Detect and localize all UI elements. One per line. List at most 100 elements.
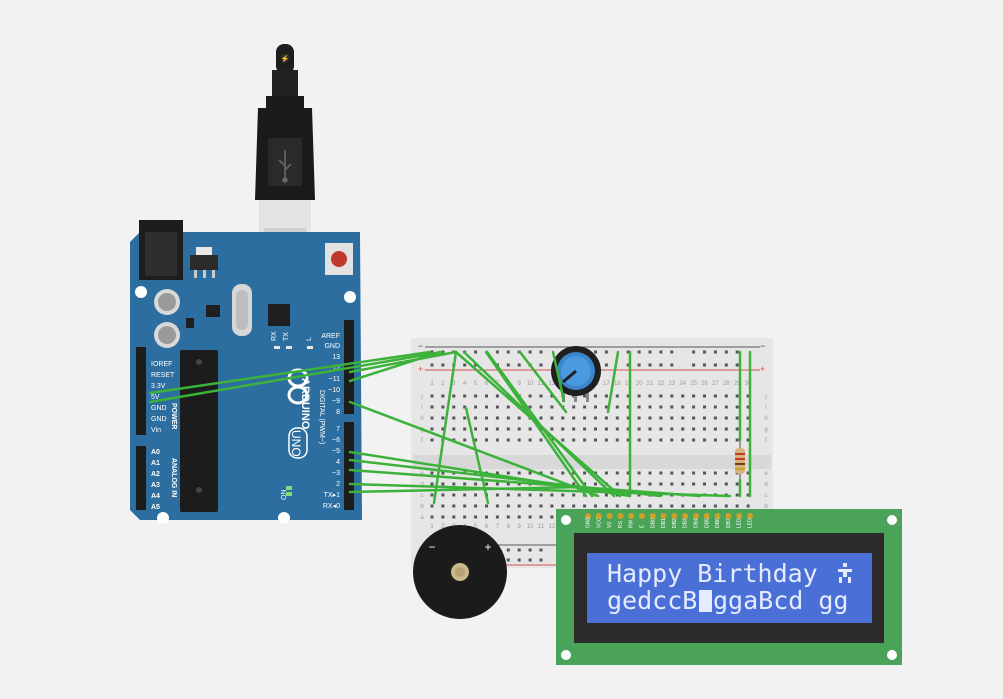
potentiometer[interactable] bbox=[551, 346, 601, 402]
wire bbox=[485, 350, 594, 498]
arduino-uno-board[interactable]: RX TX L ARDUINO UNO ON DIGITAL (PWM~) PO… bbox=[130, 220, 362, 524]
row-letter-a: a bbox=[420, 515, 424, 521]
column-number-21: 21 bbox=[647, 381, 654, 387]
pin-label-1: TX▸1 bbox=[324, 492, 340, 499]
lcd-pin-label: DB4 bbox=[694, 518, 700, 528]
pin-label-3: ~3 bbox=[332, 470, 340, 477]
row-letter-d: d bbox=[420, 482, 423, 488]
pin-label-7: 7 bbox=[336, 426, 340, 433]
digital-section-label: DIGITAL (PWM~) bbox=[318, 390, 325, 444]
column-number-6: 6 bbox=[485, 524, 489, 530]
digital-pin-labels: AREF GND 13 12 ~11 ~10 ~9 8 7 ~6 ~5 4 ~3… bbox=[321, 333, 340, 510]
wire bbox=[348, 400, 600, 498]
row-letter-b: b bbox=[420, 504, 424, 510]
lcd-pin bbox=[617, 513, 624, 519]
pin-label-6: ~6 bbox=[332, 437, 340, 444]
lcd-pin bbox=[606, 513, 613, 519]
row-letter-h: h bbox=[764, 416, 767, 422]
wire bbox=[148, 350, 432, 395]
column-number-18: 18 bbox=[614, 381, 621, 387]
column-number-23: 23 bbox=[668, 381, 675, 387]
column-number-5: 5 bbox=[474, 524, 478, 530]
pin-label-a0: A0 bbox=[151, 449, 160, 456]
column-number-7: 7 bbox=[496, 524, 500, 530]
lcd-pin bbox=[703, 513, 710, 519]
pin-label-a3: A3 bbox=[151, 482, 160, 489]
lcd-line2-text-b: ggaBcd gg bbox=[713, 586, 848, 615]
lcd-pin-label: VCC bbox=[596, 517, 602, 528]
lcd-pin bbox=[693, 513, 699, 519]
row-letter-j: j bbox=[420, 394, 422, 400]
lcd-pin bbox=[682, 513, 689, 519]
pin-label-0: RX◂0 bbox=[323, 503, 340, 510]
reset-button[interactable] bbox=[325, 243, 353, 275]
lcd-pin-label: DB2 bbox=[672, 518, 678, 528]
lcd-pin-label: E bbox=[640, 524, 646, 528]
lcd-pin bbox=[736, 513, 743, 519]
rail-plus-top-right: + bbox=[760, 364, 765, 374]
column-number-24: 24 bbox=[679, 381, 686, 387]
buzzer-minus-label: − bbox=[428, 540, 435, 554]
lcd-pin bbox=[671, 513, 678, 519]
row-letter-c: c bbox=[765, 493, 768, 499]
row-letter-i: i bbox=[765, 405, 766, 411]
wire bbox=[606, 350, 620, 414]
block-cursor-glyph bbox=[699, 590, 712, 612]
buzzer-plus-label: + bbox=[484, 540, 491, 554]
led-tx-label: TX bbox=[283, 332, 290, 341]
pin-label-reset: RESET bbox=[151, 372, 175, 379]
column-number-28: 28 bbox=[723, 381, 730, 387]
lcd-pin bbox=[649, 513, 656, 519]
pin-label-4: 4 bbox=[336, 459, 340, 466]
lcd-pin bbox=[628, 513, 635, 519]
lcd-pin bbox=[725, 513, 732, 519]
pin-label-aref: AREF bbox=[321, 333, 340, 340]
rail-minus-top-right: − bbox=[760, 341, 765, 351]
piezo-buzzer[interactable]: − + bbox=[413, 525, 507, 619]
column-number-1: 1 bbox=[430, 524, 434, 530]
row-letter-e: e bbox=[764, 471, 768, 477]
column-number-9: 9 bbox=[518, 381, 522, 387]
lcd-pin-label: DB3 bbox=[683, 518, 689, 528]
column-number-5: 5 bbox=[474, 381, 478, 387]
row-letter-j: j bbox=[764, 394, 766, 400]
potentiometer-knob-indicator bbox=[562, 369, 577, 384]
column-number-2: 2 bbox=[441, 524, 445, 530]
lcd-pin-label: DB5 bbox=[704, 518, 710, 528]
column-number-17: 17 bbox=[603, 381, 610, 387]
lcd-pin-label: V0 bbox=[607, 522, 613, 528]
row-letter-d: d bbox=[764, 482, 767, 488]
column-number-8: 8 bbox=[507, 524, 511, 530]
pin-label-11: ~11 bbox=[329, 376, 340, 383]
analog-section-label: ANALOG IN bbox=[170, 458, 177, 497]
row-letter-g: g bbox=[764, 427, 767, 433]
lcd-pin-label: GND bbox=[586, 517, 592, 529]
pin-label-8: 8 bbox=[336, 409, 340, 416]
lcd-pin-label: RW bbox=[629, 519, 635, 528]
led-l-label: L bbox=[306, 337, 313, 341]
lcd-pin bbox=[639, 513, 645, 519]
column-number-11: 11 bbox=[538, 524, 545, 530]
pin-label-5v: 5V bbox=[151, 394, 160, 401]
lcd-pin bbox=[585, 513, 591, 519]
rail-minus-top-left: − bbox=[418, 341, 423, 351]
row-letter-i: i bbox=[421, 405, 422, 411]
lcd-pin-label: DB6 bbox=[715, 518, 721, 528]
resistor[interactable] bbox=[735, 440, 745, 480]
lcd-pin bbox=[660, 513, 667, 519]
column-number-25: 25 bbox=[690, 381, 697, 387]
pin-label-9: ~9 bbox=[332, 398, 340, 405]
column-number-6: 6 bbox=[485, 381, 489, 387]
wire bbox=[551, 350, 566, 403]
wire bbox=[148, 350, 444, 404]
column-number-10: 10 bbox=[527, 381, 534, 387]
row-letter-h: h bbox=[420, 416, 423, 422]
lcd-pin-label: LED bbox=[737, 518, 743, 528]
wires bbox=[148, 350, 752, 505]
lcd-line1-text: Happy Birthday bbox=[607, 559, 818, 588]
on-label: ON bbox=[281, 490, 288, 501]
row-letter-f: f bbox=[765, 438, 767, 444]
wire bbox=[348, 468, 702, 498]
